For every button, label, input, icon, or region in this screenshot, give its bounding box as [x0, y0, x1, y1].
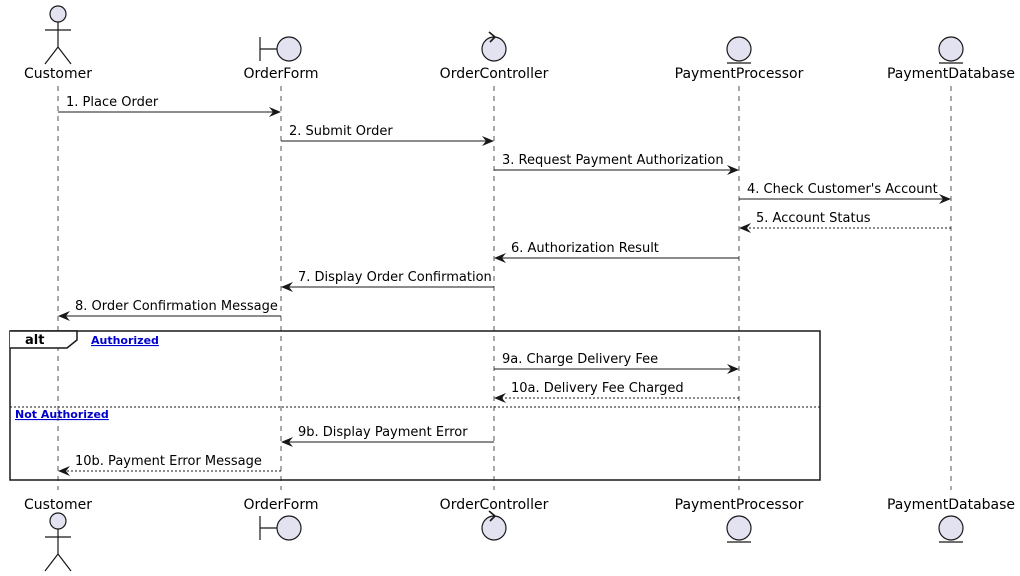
message-label: 6. Authorization Result [511, 241, 659, 256]
boundary-circle [276, 515, 302, 541]
control-circle [481, 515, 507, 541]
entity-circle [726, 515, 752, 541]
guard-authorized[interactable]: Authorized [91, 334, 159, 347]
participant-top-paymentdatabase: PaymentDatabase [887, 36, 1015, 82]
message-10: 10a. Delivery Fee Charged [494, 381, 739, 403]
participant-top-customer: Customer [24, 5, 92, 82]
participant-label-top: PaymentDatabase [887, 66, 1015, 82]
participant-bottom-ordercontroller: OrderController [440, 497, 549, 541]
participant-top-paymentprocessor: PaymentProcessor [675, 36, 804, 82]
boundary-bar [259, 37, 277, 61]
participant-label-bottom: PaymentProcessor [675, 497, 804, 513]
message-4: 4. Check Customer's Account [739, 182, 951, 204]
boundary-circle [276, 36, 302, 62]
message-3: 3. Request Payment Authorization [494, 153, 739, 175]
message-label: 8. Order Confirmation Message [75, 299, 278, 314]
actor-head [49, 512, 67, 530]
alt-tab [10, 330, 78, 349]
message-12: 10b. Payment Error Message [58, 454, 281, 476]
participant-bottom-paymentprocessor: PaymentProcessor [675, 497, 804, 543]
control-circle [481, 36, 507, 62]
message-label: 9a. Charge Delivery Fee [502, 352, 658, 367]
message-1: 1. Place Order [58, 95, 281, 117]
message-label: 4. Check Customer's Account [747, 182, 938, 197]
participant-bottom-paymentdatabase: PaymentDatabase [887, 497, 1015, 543]
message-9: 9a. Charge Delivery Fee [494, 352, 739, 374]
message-7: 7. Display Order Confirmation [281, 270, 494, 292]
participant-label-bottom: OrderController [440, 497, 549, 513]
participant-label-top: OrderForm [243, 66, 318, 82]
actor-head [49, 5, 67, 23]
control-arrow [488, 31, 496, 43]
participant-label-top: PaymentProcessor [675, 66, 804, 82]
participant-top-orderform: OrderForm [243, 36, 319, 82]
message-label: 7. Display Order Confirmation [298, 270, 492, 285]
participant-top-ordercontroller: OrderController [440, 31, 549, 82]
message-label: 9b. Display Payment Error [298, 425, 468, 440]
message-label: 1. Place Order [66, 95, 159, 110]
alt-fragment: alt Authorized Not Authorized [9, 330, 821, 481]
control-arrow [488, 510, 496, 522]
actor-body [44, 529, 72, 572]
entity-circle [938, 515, 964, 541]
guard-not-authorized[interactable]: Not Authorized [15, 408, 109, 421]
participant-label-bottom: Customer [24, 497, 92, 513]
message-label: 5. Account Status [756, 211, 871, 226]
message-6: 6. Authorization Result [494, 241, 739, 263]
message-label: 10b. Payment Error Message [75, 454, 262, 469]
participant-label-top: Customer [24, 66, 92, 82]
actor-body [44, 22, 72, 65]
message-11: 9b. Display Payment Error [281, 425, 494, 447]
entity-circle [726, 36, 752, 62]
participant-bottom-customer: Customer [24, 497, 92, 572]
alt-frame [9, 330, 821, 481]
message-label: 10a. Delivery Fee Charged [511, 381, 684, 396]
participant-bottom-orderform: OrderForm [243, 497, 319, 541]
boundary-bar [259, 516, 277, 540]
message-label: 3. Request Payment Authorization [502, 153, 724, 168]
participant-label-top: OrderController [440, 66, 549, 82]
message-8: 8. Order Confirmation Message [58, 299, 281, 321]
participant-label-bottom: PaymentDatabase [887, 497, 1015, 513]
entity-circle [938, 36, 964, 62]
message-2: 2. Submit Order [281, 124, 494, 146]
alt-keyword: alt [25, 333, 44, 348]
message-5: 5. Account Status [739, 211, 951, 233]
message-label: 2. Submit Order [289, 124, 393, 139]
participant-label-bottom: OrderForm [243, 497, 318, 513]
